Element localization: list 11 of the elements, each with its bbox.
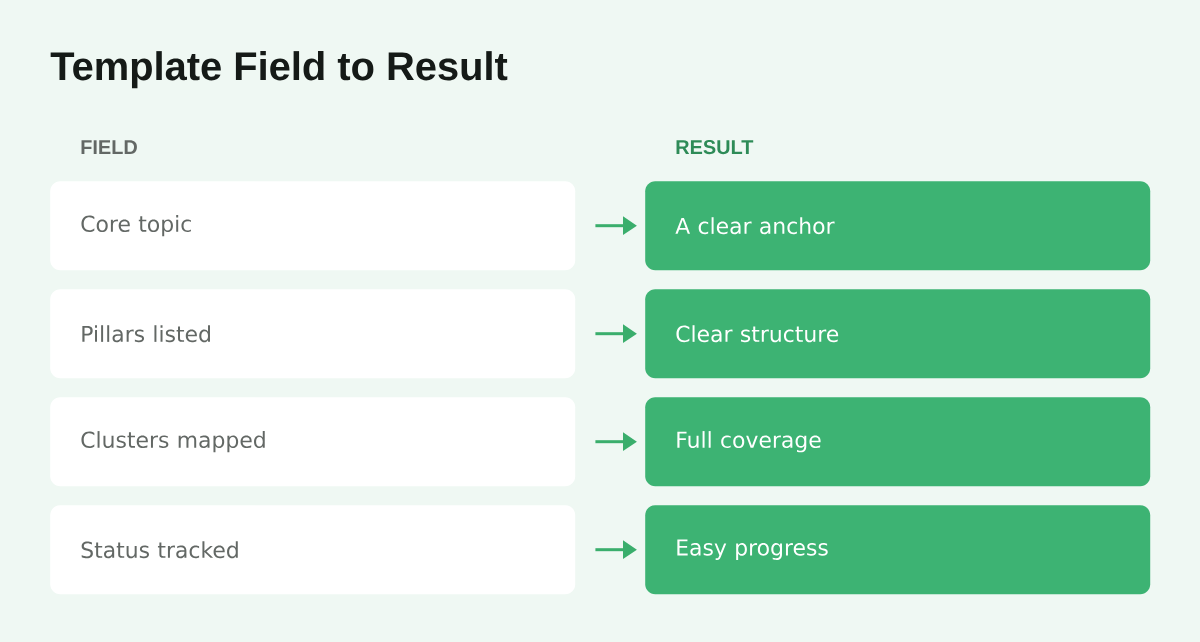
field-box: Pillars listed (50, 289, 576, 379)
result-box: Easy progress (645, 505, 1151, 595)
title: Template Field to Result (50, 51, 508, 89)
result-box: Full coverage (645, 397, 1151, 487)
field-box: Status tracked (50, 505, 576, 595)
column-header: RESULT (676, 140, 754, 155)
result-box: A clear anchor (645, 181, 1151, 271)
column-header: FIELD (81, 140, 137, 154)
result-box: Clear structure (645, 289, 1151, 379)
field-box: Clusters mapped (50, 397, 576, 487)
field-box: Core topic (50, 181, 576, 271)
